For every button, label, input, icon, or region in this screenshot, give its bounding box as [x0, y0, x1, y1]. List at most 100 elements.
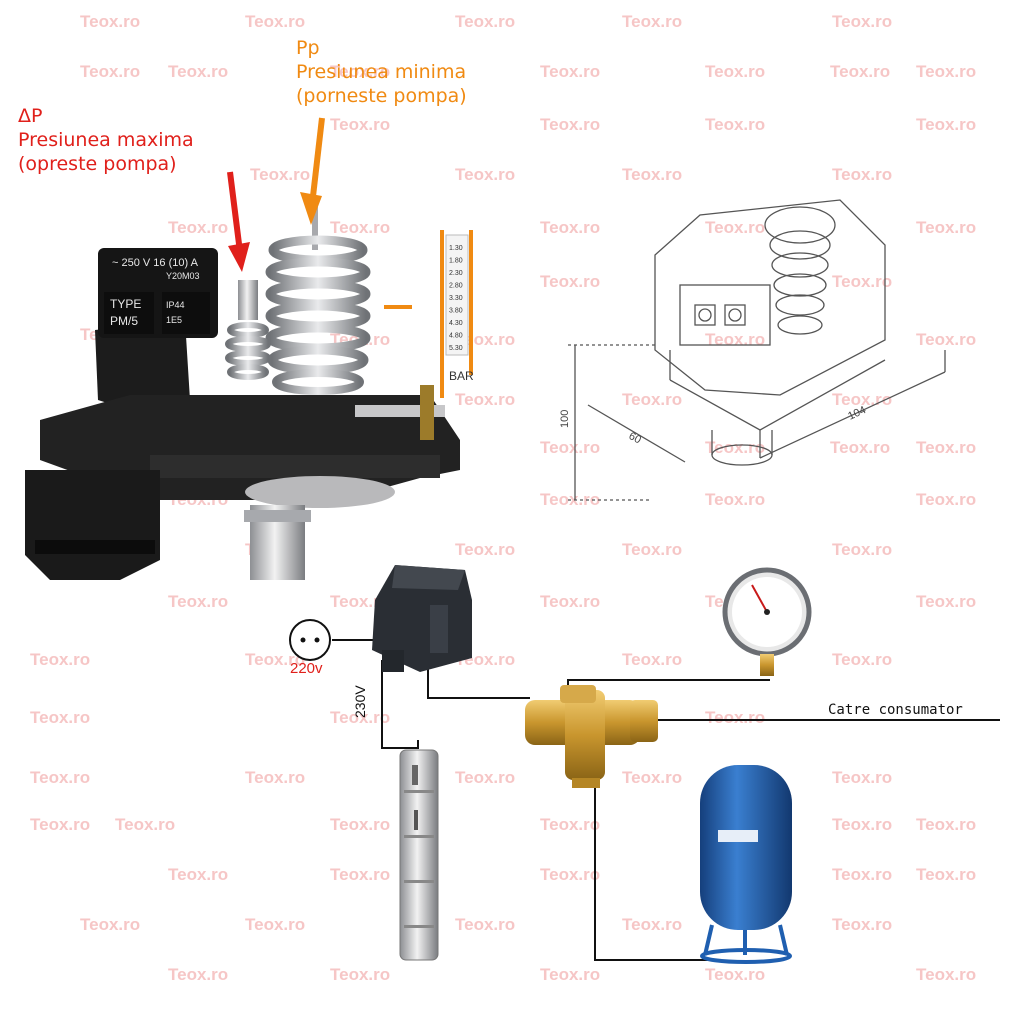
pressure-gauge — [722, 567, 812, 676]
watermark-text: Teox.ro — [540, 272, 601, 291]
watermark-text: Teox.ro — [168, 865, 229, 884]
watermark-text: Teox.ro — [540, 865, 601, 884]
watermark-text: Teox.ro — [30, 650, 91, 669]
watermark-text: Teox.ro — [705, 708, 766, 727]
scale-tick-label: 4.30 — [449, 320, 463, 327]
watermark-text: Teox.ro — [832, 165, 893, 184]
watermark-text: Teox.ro — [168, 592, 229, 611]
watermark-text: Teox.ro — [245, 915, 306, 934]
watermark-text: Teox.ro — [832, 272, 893, 291]
switch-code: Y20M03 — [166, 271, 200, 281]
watermark-text: Teox.ro — [455, 12, 516, 31]
watermark-text: Teox.ro — [916, 865, 977, 884]
switch-model: PM/5 — [110, 314, 138, 328]
watermark-text: Teox.ro — [916, 438, 977, 457]
scale-tick-label: 3.80 — [449, 308, 463, 315]
watermark-text: Teox.ro — [832, 540, 893, 559]
watermark-text: Teox.ro — [832, 815, 893, 834]
watermark-text: Teox.ro — [455, 165, 516, 184]
pressure-switch-small — [372, 565, 472, 672]
pp-label: Pp Presiunea minima (porneste pompa) — [296, 36, 467, 108]
socket-icon — [289, 619, 331, 661]
scale-tick-label: 2.30 — [449, 270, 463, 277]
watermark-text: Teox.ro — [30, 708, 91, 727]
watermark-text: Teox.ro — [622, 915, 683, 934]
watermark-text: Teox.ro — [622, 540, 683, 559]
watermark-text: Teox.ro — [330, 865, 391, 884]
watermark-text: Teox.ro — [832, 865, 893, 884]
watermark-text: Teox.ro — [80, 12, 141, 31]
brass-fitting — [525, 685, 658, 788]
scale-tick-label: 2.80 — [449, 283, 463, 290]
watermark-text: Teox.ro — [80, 62, 141, 81]
watermark-text: Teox.ro — [330, 815, 391, 834]
switch-ip: IP44 — [166, 300, 185, 310]
watermark-text: Teox.ro — [245, 650, 306, 669]
watermark-text: Teox.ro — [80, 915, 141, 934]
scale-tick-label: 5.30 — [449, 345, 463, 352]
watermark-text: Teox.ro — [330, 62, 391, 81]
scale-tick-label: 1.80 — [449, 258, 463, 265]
watermark-text: Teox.ro — [622, 12, 683, 31]
pressure-switch: BAR 1.301.802.302.803.303.804.304.805.30… — [25, 117, 474, 580]
consumer-label: Catre consumator — [828, 702, 963, 718]
watermark-text: Teox.ro — [705, 330, 766, 349]
watermark-text: Teox.ro — [250, 165, 311, 184]
watermark-text: Teox.ro — [705, 218, 766, 237]
watermark-text: Teox.ro — [115, 815, 176, 834]
watermark-text: Teox.ro — [540, 815, 601, 834]
watermark-text: Teox.ro — [916, 330, 977, 349]
watermark-text: Teox.ro — [245, 12, 306, 31]
wire-tank — [594, 780, 720, 961]
pp-line2: (porneste pompa) — [296, 85, 467, 107]
pressure-scale — [445, 234, 469, 356]
scale-tick-label: 4.80 — [449, 333, 463, 340]
watermark-text: Teox.ro — [30, 768, 91, 787]
pump-voltage-label: 230V — [352, 685, 368, 718]
watermark-text: Teox.ro — [830, 62, 891, 81]
watermark-text: Teox.ro — [832, 12, 893, 31]
watermark-text: Teox.ro — [540, 115, 601, 134]
watermark-text: Teox.ro — [705, 62, 766, 81]
delta-p-label: ΔP Presiunea maxima (opreste pompa) — [18, 104, 194, 176]
wiring — [332, 639, 1000, 961]
watermark-text: Teox.ro — [830, 438, 891, 457]
watermark-text: Teox.ro — [30, 815, 91, 834]
watermark-text: Teox.ro — [540, 218, 601, 237]
watermark-text: Teox.ro — [330, 965, 391, 984]
watermark-text: Teox.ro — [916, 62, 977, 81]
pp-spring — [265, 200, 371, 395]
watermark-text: Teox.ro — [622, 390, 683, 409]
dim-length: 104 — [846, 404, 868, 423]
watermark-text: Teox.ro — [540, 592, 601, 611]
watermark-text: Teox.ro — [330, 708, 391, 727]
pp-arrow — [309, 117, 325, 206]
switch-ie: 1E5 — [166, 315, 182, 325]
watermark-text: Teox.ro — [622, 768, 683, 787]
socket-voltage-label: 220v — [290, 660, 323, 677]
watermark-text: Teox.ro — [455, 915, 516, 934]
watermark-text: Teox.ro — [832, 650, 893, 669]
watermark-text: Teox.ro — [916, 815, 977, 834]
scale-tick-label: 1.30 — [449, 245, 463, 252]
cable-gland — [25, 470, 160, 580]
delta-p-symbol: ΔP — [18, 105, 43, 127]
watermark-text: Teox.ro — [168, 62, 229, 81]
watermark-text: Teox.ro — [540, 438, 601, 457]
pp-line1: Presiunea minima — [296, 61, 467, 83]
dim-width: 60 — [627, 430, 643, 446]
watermark-text: Teox.ro — [705, 438, 766, 457]
wire-switch-pump — [381, 660, 419, 749]
watermark-text: Teox.ro — [832, 915, 893, 934]
scale-tick-label: 3.30 — [449, 295, 463, 302]
watermark-text: Teox.ro — [330, 115, 391, 134]
watermark-text: Teox.ro — [168, 965, 229, 984]
watermark-text: Teox.ro — [540, 62, 601, 81]
dim-height: 100 — [559, 410, 571, 428]
delta-p-arrow — [227, 171, 243, 253]
watermark-text: Teox.ro — [455, 390, 516, 409]
diaphragm — [245, 476, 395, 508]
dimension-drawing — [568, 199, 946, 501]
